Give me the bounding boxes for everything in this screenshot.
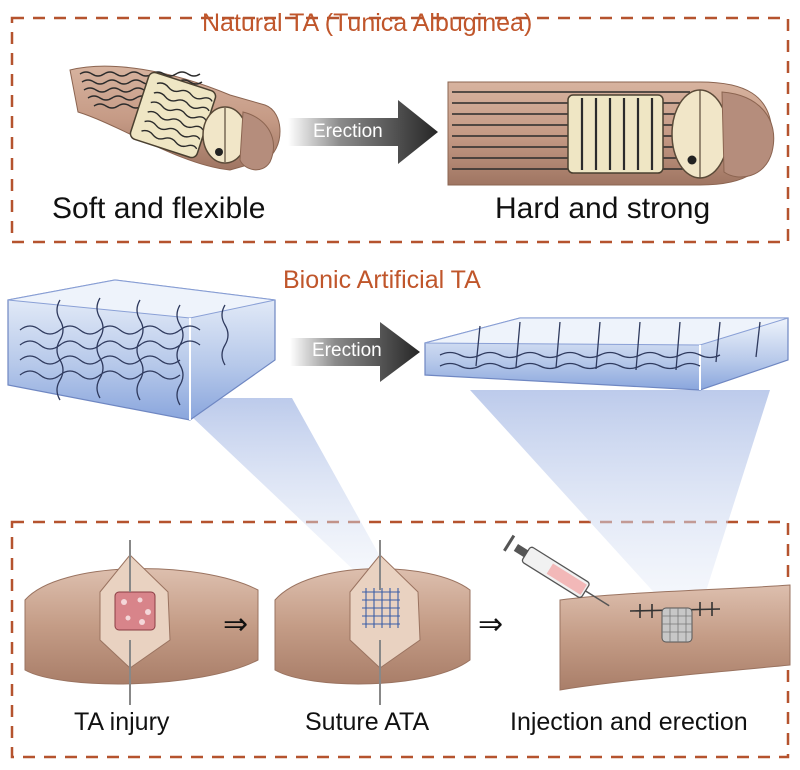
erection-arrow-middle: [290, 322, 420, 382]
zoom-cone-right: [470, 390, 770, 610]
soft-gel-icon: [7, 279, 276, 421]
section-title-natural-ta: Natural TA (Tunica Albuginea): [202, 9, 533, 37]
caption-soft-flexible: Soft and flexible: [52, 192, 266, 225]
next-arrow-1: ⇒: [223, 607, 248, 642]
stiff-gel-icon: [424, 317, 789, 391]
ta-injury-icon: [24, 540, 259, 705]
next-arrow-2: ⇒: [478, 607, 503, 642]
caption-suture-ata: Suture ATA: [305, 708, 430, 736]
suture-ata-icon: [274, 540, 471, 705]
caption-hard-strong: Hard and strong: [495, 192, 711, 225]
hard-shaft-icon: [447, 81, 775, 186]
erection-arrow-top: [288, 100, 438, 164]
injection-erection-icon: [503, 534, 791, 691]
soft-shaft-icon: [69, 65, 281, 171]
zoom-cone-left: [172, 398, 392, 578]
arrow-label-top: Erection: [313, 121, 383, 142]
top-panel-border: [10, 16, 790, 244]
section-title-bionic-ta: Bionic Artificial TA: [283, 266, 481, 294]
arrow-label-middle: Erection: [312, 340, 382, 361]
syringe-icon: [503, 534, 610, 607]
caption-injection-erection: Injection and erection: [510, 708, 748, 736]
caption-ta-injury: TA injury: [74, 708, 170, 736]
